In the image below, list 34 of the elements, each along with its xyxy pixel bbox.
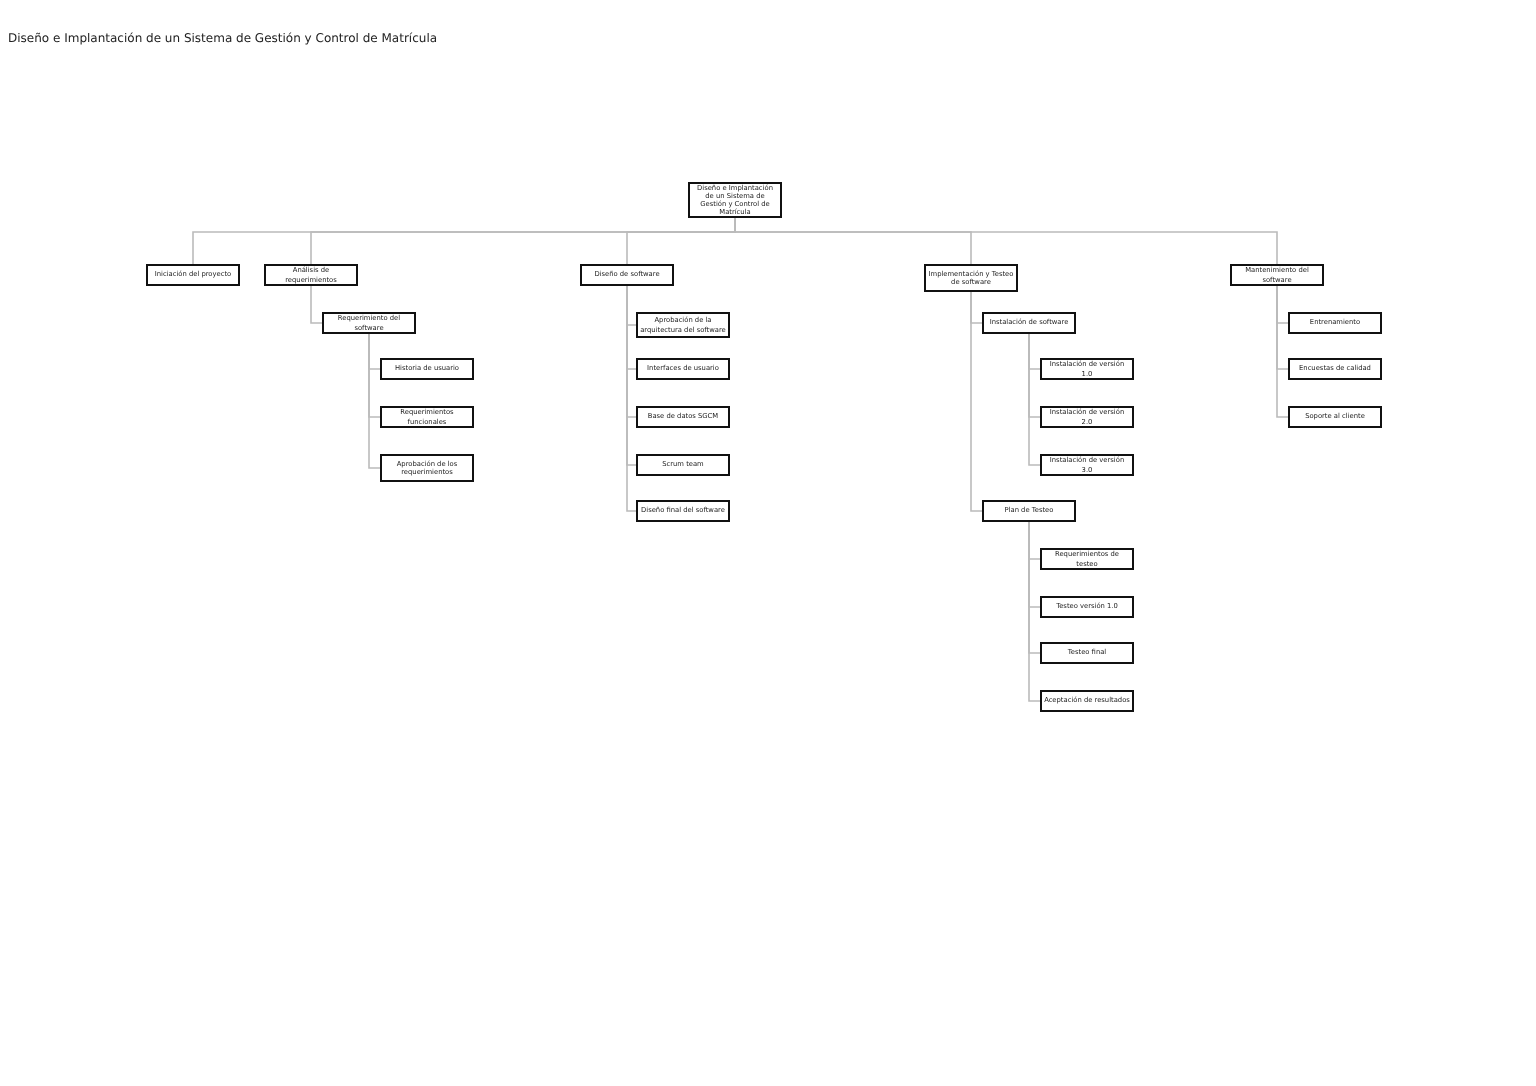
task-box [322, 312, 416, 334]
connector-line [626, 285, 637, 512]
task-box [1288, 406, 1382, 428]
connector-line [310, 285, 323, 324]
task-box [636, 358, 730, 380]
task-box [1040, 358, 1134, 380]
connector-line [970, 291, 983, 512]
connector-line [1276, 285, 1289, 418]
task-box [982, 312, 1076, 334]
connector-line [1028, 521, 1041, 702]
task-box [380, 358, 474, 380]
task-box [924, 264, 1018, 292]
task-box [1040, 548, 1134, 570]
task-box [1040, 454, 1134, 476]
task-box [636, 500, 730, 522]
task-box [380, 454, 474, 482]
task-box [636, 454, 730, 476]
task-box [982, 500, 1076, 522]
connector-line [734, 217, 1278, 265]
task-box [146, 264, 240, 286]
connector-line [368, 333, 381, 469]
task-box [1288, 358, 1382, 380]
task-box [636, 406, 730, 428]
root-box [688, 182, 782, 219]
connector-line [1028, 333, 1041, 466]
task-box [580, 264, 674, 286]
task-box [380, 406, 474, 428]
task-box [264, 264, 358, 286]
task-box [1288, 312, 1382, 334]
task-box [1040, 642, 1134, 664]
task-box [1040, 596, 1134, 618]
task-box [1040, 406, 1134, 428]
task-box [1230, 264, 1324, 286]
task-box [1040, 690, 1134, 712]
